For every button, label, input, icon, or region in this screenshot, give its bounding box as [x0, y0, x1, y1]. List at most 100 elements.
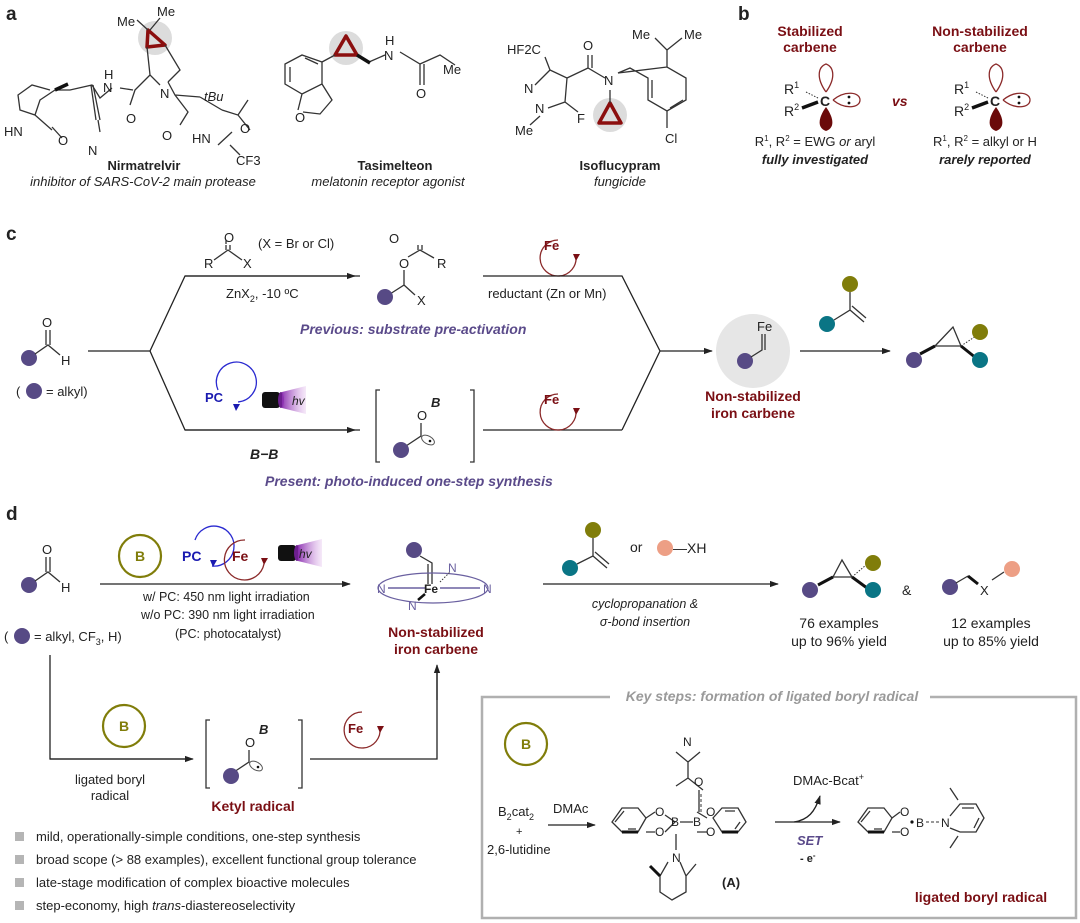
iron-carbene-structure: Fe	[716, 314, 790, 388]
key-steps-border	[480, 695, 1078, 920]
condition-with-pc: w/ PC: 450 nm light irradiation	[142, 590, 310, 604]
drug-desc-nirmatrelvir: inhibitor of SARS-CoV-2 main protease	[30, 174, 256, 189]
atom-o: O	[900, 805, 909, 819]
atom-tbu: tBu	[204, 89, 224, 104]
bullet-icon	[15, 901, 24, 910]
drug-desc-isoflucypram: fungicide	[594, 174, 646, 189]
fe-label: Fe	[232, 548, 249, 564]
fe-catalyst-top: Fe	[539, 238, 580, 277]
carbon-atom: C	[820, 93, 830, 109]
atom-cf3: CF3	[236, 153, 261, 168]
atom-b: B	[693, 815, 701, 829]
salmon-dot	[657, 540, 673, 556]
insertion-product: X	[942, 561, 1020, 598]
n-atom: N	[483, 582, 492, 596]
alkyl-dot	[21, 577, 37, 593]
atom-n: N	[88, 143, 97, 158]
pc-catalyst: PC	[205, 361, 257, 411]
alkyl-dot	[14, 628, 30, 644]
panel-c-label: c	[6, 224, 17, 245]
boryl-radical-structure: O O B N	[857, 787, 985, 849]
condition-pc-note: (PC: photocatalyst)	[175, 627, 281, 641]
atom-x: X	[980, 583, 989, 598]
pc-label: PC	[182, 548, 201, 564]
legend-open: (	[16, 384, 21, 399]
atom-o: O	[706, 825, 715, 839]
catalyst-b-lower: B	[101, 703, 147, 749]
atom-o: O	[162, 128, 172, 143]
r2-label: R2	[784, 102, 799, 119]
atom-o: O	[240, 121, 250, 136]
atom-b: B	[431, 395, 440, 410]
key-steps-box: Key steps: formation of ligated boryl ra…	[480, 688, 1078, 920]
stabilized-condition: R1, R2 = EWG or aryl	[755, 134, 876, 149]
n-atom: N	[377, 582, 386, 596]
teal-dot	[562, 560, 578, 576]
panel-a: a Me Me H N N tBu HN O O O HN O N CF3 Ni…	[4, 4, 702, 189]
bullet-icon	[15, 832, 24, 841]
complex-label: (A)	[722, 875, 740, 890]
conditions-top: ZnX2, -10 ºC	[226, 286, 299, 304]
atom-o: O	[399, 256, 409, 271]
ligated-boryl-label-2: radical	[91, 788, 129, 803]
atom-f: F	[577, 111, 585, 126]
atom-h: H	[61, 580, 70, 595]
r1-label: R1	[954, 80, 969, 97]
vs-label: vs	[892, 93, 908, 109]
atom-o: O	[126, 111, 136, 126]
fe-atom: Fe	[757, 319, 772, 334]
electron-label: - e-	[800, 851, 816, 865]
acyl-halide-structure: O R X (X = Br or Cl)	[204, 230, 334, 271]
nonstabilized-status: rarely reported	[939, 152, 1032, 167]
atom-o: O	[42, 542, 52, 557]
drug-name-isoflucypram: Isoflucypram	[580, 158, 661, 173]
fe-label: Fe	[544, 238, 559, 253]
atom-b: B	[259, 722, 268, 737]
reductant-label: reductant (Zn or Mn)	[488, 286, 607, 301]
panel-d: d O H ( = alkyl, CF3, H) B PC Fe hv	[4, 504, 1078, 920]
alkyl-legend: = alkyl, CF3, H)	[34, 629, 122, 647]
atom-h: H	[61, 353, 70, 368]
atom-o: O	[224, 230, 234, 245]
cyclopropane-icon	[597, 101, 623, 125]
atom-n: N	[672, 851, 681, 865]
ketyl-radical-label: Ketyl radical	[211, 798, 294, 814]
atom-n: N	[524, 81, 533, 96]
xh-label: —XH	[673, 540, 706, 556]
fe-catalyst-lower: Fe	[343, 711, 384, 749]
ligated-boryl-label-1: ligated boryl	[75, 772, 145, 787]
teal-dot	[819, 316, 835, 332]
reagent-dmac: DMAc	[553, 801, 589, 816]
atom-cl: Cl	[665, 131, 677, 146]
alkene-structure	[819, 276, 867, 332]
salmon-dot	[1004, 561, 1020, 577]
atom-o: O	[245, 735, 255, 750]
atom-b: B	[671, 815, 679, 829]
feature-item: broad scope (> 88 examples), excellent f…	[36, 852, 416, 867]
carbene-label-1: Non-stabilized	[705, 388, 801, 404]
alkene-structure	[562, 522, 610, 576]
nirmatrelvir-structure: Me Me H N N tBu HN O O O HN O N CF3	[4, 4, 261, 168]
atom-me: Me	[443, 62, 461, 77]
isoflucypram-structure: HF2C O N N N F Me Me Me Cl	[507, 27, 702, 146]
plus-sign: +	[516, 826, 522, 838]
result-1-count: 76 examples	[799, 615, 878, 631]
fe-label: Fe	[544, 392, 559, 407]
b-label: B	[521, 736, 531, 752]
atom-o: O	[416, 86, 426, 101]
olive-dot	[865, 555, 881, 571]
ampersand: &	[902, 582, 912, 598]
legend-open: (	[4, 629, 9, 644]
byproduct-label: DMAc-Bcat+	[793, 772, 864, 788]
alkyl-dot	[737, 353, 753, 369]
atom-o: O	[900, 825, 909, 839]
atom-x: X	[417, 293, 426, 308]
bb-reagent: B−B	[250, 446, 278, 462]
nonstabilized-title: Non-stabilized	[932, 23, 1028, 39]
atom-hf2c: HF2C	[507, 42, 541, 57]
atom-hn: HN	[192, 131, 211, 146]
panel-b-label: b	[738, 4, 750, 25]
fe-catalyst-bottom: Fe	[539, 392, 580, 431]
fe-atom: Fe	[424, 582, 438, 596]
